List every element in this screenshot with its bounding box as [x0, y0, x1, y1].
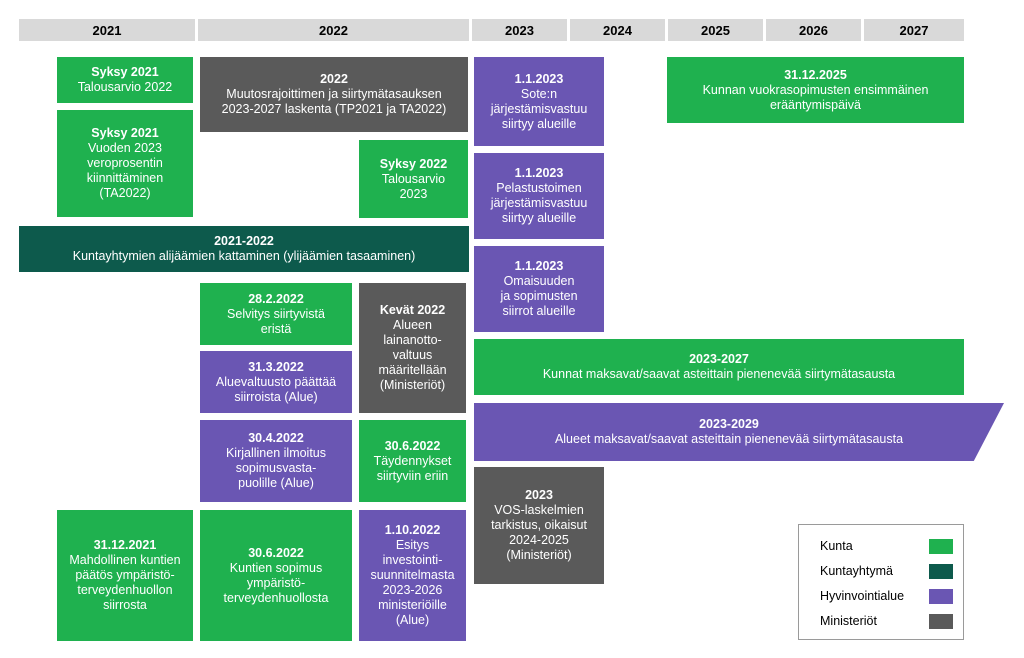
legend-item-kunta: Kunta	[799, 537, 963, 557]
legend: Kunta Kuntayhtymä Hyvinvointialue Minist…	[798, 524, 964, 640]
timeline-box: 30.4.2022 Kirjallinen ilmoitus sopimusva…	[200, 420, 352, 502]
year-2027: 2027	[864, 19, 964, 41]
box-title: 30.6.2022	[384, 438, 441, 453]
box-text: Aluevaltuusto päättää siirroista (Alue)	[215, 374, 337, 404]
legend-item-ministeriot: Ministeriöt	[799, 612, 963, 632]
legend-label: Kuntayhtymä	[820, 564, 893, 578]
box-text: Talousarvio 2023	[381, 171, 446, 201]
legend-swatch	[929, 614, 953, 629]
legend-label: Kunta	[820, 539, 853, 553]
box-text: Sote:n järjestämisvastuu siirtyy alueill…	[490, 86, 588, 131]
box-text: Kirjallinen ilmoitus sopimusvasta- puoli…	[225, 446, 327, 490]
box-title: 2022	[320, 72, 348, 86]
box-title: 31.12.2025	[784, 67, 847, 82]
box-text: Pelastustoimen järjestämisvastuu siirtyy…	[490, 181, 588, 225]
box-text: Esitys investointi- suunnitelmasta 2023-…	[370, 538, 455, 627]
box-title: Kevät 2022	[379, 303, 446, 317]
year-2021: 2021	[19, 19, 195, 41]
box-title: 1.10.2022	[384, 523, 441, 537]
box-text: Muutosrajoittimen ja siirtymätasauksen 2…	[221, 87, 447, 116]
timeline-box: 2023-2029 Alueet maksavat/saavat asteitt…	[474, 403, 1004, 461]
box-title: Syksy 2022	[379, 156, 448, 171]
box-title: 1.1.2023	[514, 166, 564, 180]
timeline-box: 30.6.2022 Täydennykset siirtyviin eriin	[359, 420, 466, 502]
box-text: Kuntayhtymien alijäämien kattaminen (yli…	[72, 249, 416, 263]
box-title: 31.3.2022	[248, 359, 304, 374]
timeline-box: 2023-2027 Kunnat maksavat/saavat asteitt…	[474, 339, 964, 395]
legend-label: Ministeriöt	[820, 614, 877, 628]
box-title: 2021-2022	[214, 234, 274, 248]
year-2026: 2026	[766, 19, 861, 41]
timeline-box: 1.1.2023 Pelastustoimen järjestämisvastu…	[474, 153, 604, 239]
box-title: 30.6.2022	[248, 545, 304, 560]
legend-swatch	[929, 539, 953, 554]
timeline-box: 2023 VOS-laskelmien tarkistus, oikaisut …	[474, 467, 604, 584]
timeline-box: 31.3.2022 Aluevaltuusto päättää siirrois…	[200, 351, 352, 413]
year-2023: 2023	[472, 19, 567, 41]
timeline-box: 1.10.2022 Esitys investointi- suunnitelm…	[359, 510, 466, 641]
timeline-box: 30.6.2022 Kuntien sopimus ympäristö- ter…	[200, 510, 352, 641]
box-title: 1.1.2023	[514, 71, 564, 86]
year-2022: 2022	[198, 19, 469, 41]
year-2025: 2025	[668, 19, 763, 41]
legend-swatch	[929, 589, 953, 604]
box-text: Vuoden 2023 veroprosentin kiinnittäminen…	[86, 141, 164, 200]
legend-item-kuntayhtyma: Kuntayhtymä	[799, 562, 963, 582]
box-text: Omaisuuden ja sopimusten siirrot alueill…	[500, 274, 578, 318]
box-text: Kunnan vuokrasopimusten ensimmäinen erää…	[702, 82, 929, 112]
timeline-box: 31.12.2025 Kunnan vuokrasopimusten ensim…	[667, 57, 964, 123]
box-text: Selvitys siirtyvistä eristä	[227, 306, 325, 336]
timeline-box: Syksy 2021 Vuoden 2023 veroprosentin kii…	[57, 110, 193, 217]
timeline-box: 28.2.2022 Selvitys siirtyvistä eristä	[200, 283, 352, 345]
timeline-box: 1.1.2023 Omaisuuden ja sopimusten siirro…	[474, 246, 604, 332]
box-text: Alueen lainanotto- valtuus määritellään …	[378, 318, 447, 392]
legend-item-hyvinvointialue: Hyvinvointialue	[799, 587, 963, 607]
box-text: Mahdollinen kuntien päätös ympäristö- te…	[69, 553, 181, 612]
box-title: 30.4.2022	[248, 431, 304, 445]
box-title: 2023	[525, 488, 553, 502]
year-2024: 2024	[570, 19, 665, 41]
box-text: Kunnat maksavat/saavat asteittain pienen…	[542, 367, 896, 381]
box-text: Kuntien sopimus ympäristö- terveydenhuol…	[223, 560, 329, 605]
legend-label: Hyvinvointialue	[820, 589, 905, 603]
timeline-box: 2022 Muutosrajoittimen ja siirtymätasauk…	[200, 57, 468, 132]
timeline-box: Syksy 2021 Talousarvio 2022	[57, 57, 193, 103]
box-title: 28.2.2022	[248, 291, 304, 306]
timeline-box: Kevät 2022 Alueen lainanotto- valtuus mä…	[359, 283, 466, 413]
box-text: Talousarvio 2022	[77, 80, 173, 94]
legend-swatch	[929, 564, 953, 579]
box-title: 2023-2027	[689, 352, 749, 366]
box-text: VOS-laskelmien tarkistus, oikaisut 2024-…	[491, 503, 587, 562]
timeline-box: 1.1.2023 Sote:n järjestämisvastuu siirty…	[474, 57, 604, 146]
box-title: Syksy 2021	[91, 65, 159, 79]
timeline-box: 31.12.2021 Mahdollinen kuntien päätös ym…	[57, 510, 193, 641]
timeline-box: Syksy 2022 Talousarvio 2023	[359, 140, 468, 218]
box-text: Alueet maksavat/saavat asteittain pienen…	[554, 432, 904, 446]
box-title: 2023-2029	[699, 417, 759, 431]
box-title: 1.1.2023	[514, 259, 564, 273]
box-text: Täydennykset siirtyviin eriin	[373, 453, 452, 483]
box-title: 31.12.2021	[93, 538, 157, 552]
box-title: Syksy 2021	[91, 126, 159, 140]
timeline-box: 2021-2022 Kuntayhtymien alijäämien katta…	[19, 226, 469, 272]
